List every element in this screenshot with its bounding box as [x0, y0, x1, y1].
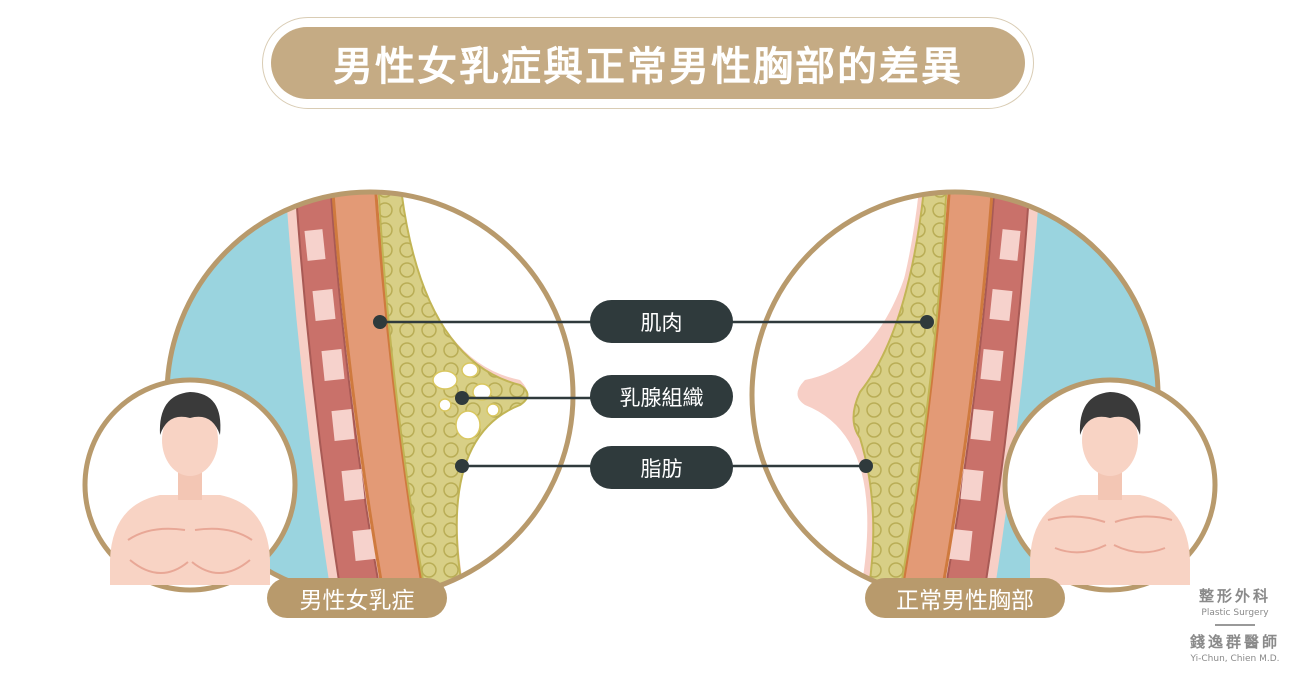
gynecomastia-cross-section — [167, 192, 573, 598]
fat-dot-right — [859, 459, 873, 473]
gland-dot-left — [455, 391, 469, 405]
gynecomastia-figure — [82, 377, 298, 593]
logo-doctor-en: Yi-Chun, Chien M.D. — [1190, 654, 1280, 664]
normal-chest-cross-section — [752, 192, 1158, 598]
fat-dot-left — [455, 459, 469, 473]
caption-normal: 正常男性胸部 — [865, 578, 1065, 618]
muscle-dot-left — [373, 315, 387, 329]
page-title: 男性女乳症與正常男性胸部的差異 — [271, 27, 1025, 99]
connector-lines — [380, 320, 927, 468]
label-gland: 乳腺組織 — [590, 375, 733, 418]
logo-doctor: 錢逸群醫師 — [1189, 633, 1280, 651]
title-frame — [262, 17, 1034, 109]
normal-figure — [1002, 377, 1218, 593]
gland-tissue — [432, 362, 500, 440]
label-muscle: 肌肉 — [590, 300, 733, 343]
logo-dept-en: Plastic Surgery — [1201, 608, 1269, 618]
clinic-logo: 整形外科 Plastic Surgery 錢逸群醫師 Yi-Chun, Chie… — [1180, 585, 1290, 664]
logo-dept: 整形外科 — [1198, 587, 1271, 605]
logo-divider — [1215, 624, 1255, 626]
caption-gynecomastia: 男性女乳症 — [267, 578, 447, 618]
muscle-dot-right — [920, 315, 934, 329]
label-fat: 脂肪 — [590, 446, 733, 489]
